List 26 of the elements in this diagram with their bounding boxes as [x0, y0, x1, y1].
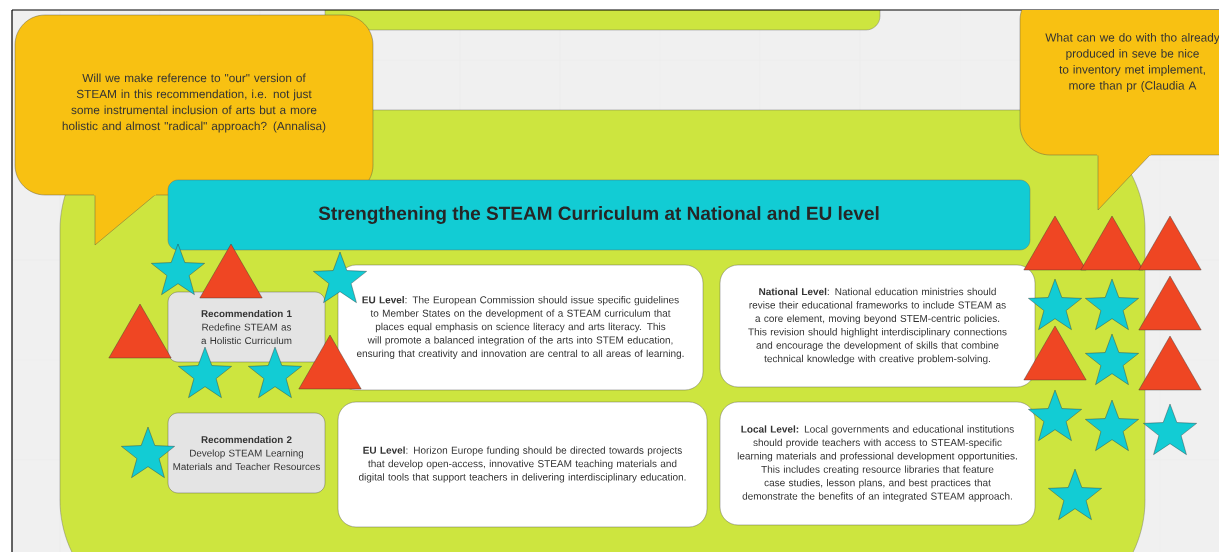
recommendation-box: Recommendation 2 Develop STEAM Learning Materials and Teacher Resources [167, 412, 326, 494]
star-shape [1085, 399, 1139, 451]
star-shape [151, 243, 205, 295]
star-shape [248, 346, 302, 398]
title-banner: Strengthening the STEAM Curriculum at National and EU level [167, 179, 1031, 251]
star-shape [1028, 389, 1082, 441]
text-card: EU Level: The European Commission should issue specific guidelines to Member States on the development of a STEAM curriculum that places equal emphasis on science literacy and arts literacy. This will promote a balanced integration of the arts into STEM education, ensuring that creativity and innovation are central to all areas of learning. [337, 264, 704, 391]
recommendation-box: Recommendation 1 Redefine STEAM as a Holistic Curriculum [167, 291, 326, 363]
triangle-shape [1138, 215, 1202, 271]
speech-bubble: What can we do with tho already produced in seve be nice to inventory met implement, more than pr (Claudia A [1019, 10, 1219, 211]
star-shape [1028, 278, 1082, 330]
triangle-shape [108, 303, 172, 359]
text-card: EU Level: Horizon Europe funding should be directed towards projects that develop open-access, innovative STEAM teaching materials and digital tools that support teachers in delivering interdisciplinary education. [337, 401, 708, 528]
star-shape [1048, 468, 1102, 520]
star-shape [1085, 333, 1139, 385]
triangle-shape [1138, 275, 1202, 331]
triangle-shape [199, 243, 263, 299]
triangle-shape [1080, 215, 1144, 271]
triangle-shape [1138, 335, 1202, 391]
star-shape [121, 426, 175, 478]
text-card: National Level: National education ministries should revise their educational frameworks to include STEAM as a core element, moving beyond STEM-centric policies. This revision should highlight interdisciplinary connections and encourage the development of skills that combine technical knowledge with creative problem-solving. [719, 264, 1036, 388]
star-shape [178, 346, 232, 398]
text-card: Local Level: Local governments and educational institutions should provide teachers with access to STEAM-specific learning materials and professional development opportunities. This includes creating resource libraries that feature case studies, lesson plans, and best practices that demonstrate the benefits of an integrated STEAM approach. [719, 401, 1036, 526]
triangle-shape [1023, 325, 1087, 381]
star-shape [1085, 278, 1139, 330]
star-shape [1143, 403, 1197, 455]
